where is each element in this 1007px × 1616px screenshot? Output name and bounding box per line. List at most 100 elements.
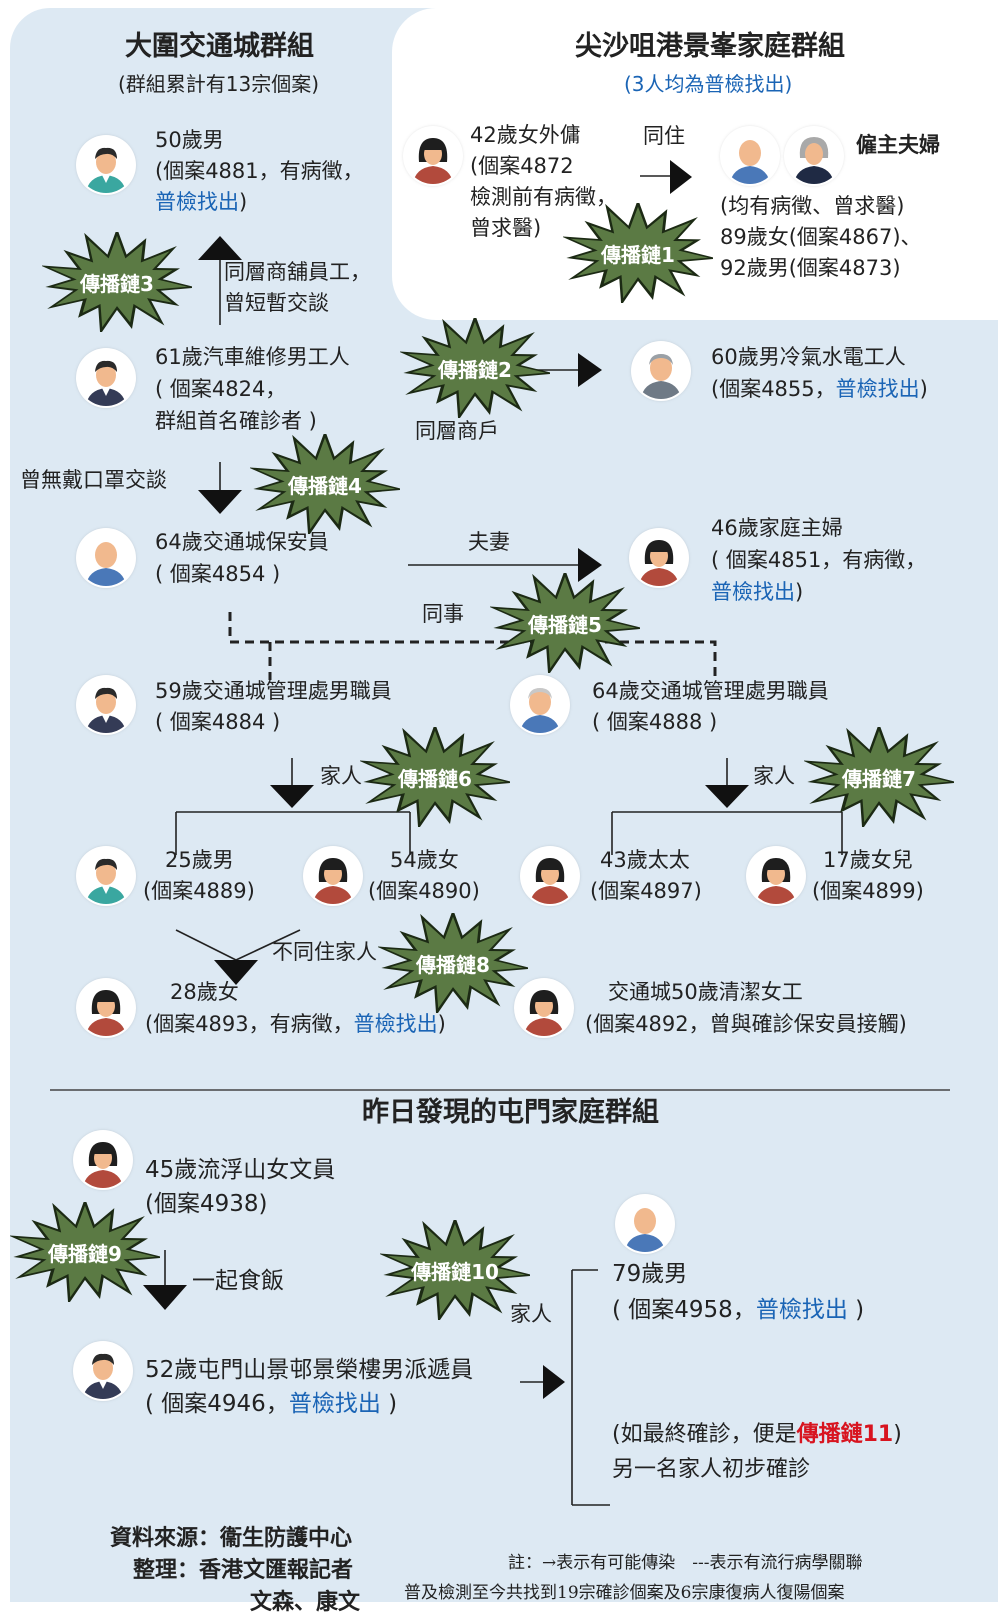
- other-family-line: 另一名家人初步確診: [612, 1457, 811, 1482]
- p61-line-1: 61歲汽車維修男工人: [155, 345, 350, 369]
- possible-chain-11: (如最終確診，便是傳播鏈11): [612, 1422, 902, 1447]
- family-label-10: 家人: [510, 1302, 552, 1326]
- universal-testing-text: 普檢找出: [835, 377, 920, 401]
- p45-line-2: (個案4938): [145, 1191, 268, 1217]
- p59-line-2: ( 個案4884 ): [155, 710, 281, 734]
- chain-10-burst: 傳播鏈10: [380, 1220, 530, 1320]
- live-with-label: 同住: [643, 124, 685, 148]
- cluster-b-title: 尖沙咀港景峯家庭群組: [575, 31, 845, 62]
- burst-shape: [360, 727, 510, 827]
- cluster-b-subtitle: (3人均為普檢找出): [624, 72, 793, 96]
- p46-line-3: 普檢找出): [711, 580, 804, 604]
- legend-note: 註：→表示有可能傳染 ---表示有流行病學關聯: [508, 1553, 863, 1573]
- man-avatar-icon: [75, 1343, 131, 1399]
- p50-line-3: 普檢找出): [155, 190, 248, 214]
- cluster-a-title: 大圍交通城群組: [125, 31, 314, 62]
- employers-label: 僱主夫婦: [856, 133, 940, 157]
- p43-line-2: (個案4897): [590, 879, 702, 903]
- p45-line-1: 45歲流浮山女文員: [145, 1157, 336, 1183]
- p60-line-1: 60歲男冷氣水電工人: [711, 345, 906, 369]
- burst-shape: [563, 203, 713, 303]
- helper-line-4: 曾求醫): [470, 216, 542, 240]
- burst-shape: [804, 727, 954, 827]
- p43-line-1: 43歲太太: [600, 848, 690, 872]
- family-label-7: 家人: [753, 764, 795, 788]
- chain-3-burst: 傳播鏈3: [42, 232, 192, 332]
- chain-8-burst: 傳播鏈8: [378, 913, 528, 1013]
- p50-line-1: 50歲男: [155, 128, 224, 152]
- meal-label: 一起食飯: [192, 1268, 284, 1294]
- chain-3-label: 傳播鏈3: [80, 271, 154, 296]
- universal-testing-text: 普檢找出: [288, 1391, 381, 1417]
- chain-1-label: 傳播鏈1: [601, 242, 675, 267]
- chain-7-label: 傳播鏈7: [842, 766, 916, 791]
- chain-4-label: 傳播鏈4: [288, 473, 362, 498]
- helper-line-2: (個案4872: [470, 154, 574, 178]
- p79-line-2: ( 個案4958，普檢找出 ): [612, 1297, 865, 1323]
- chain-6-label: 傳播鏈6: [398, 766, 472, 791]
- man-avatar-icon: [78, 350, 134, 406]
- universal-testing-text: 普檢找出: [711, 580, 795, 604]
- p17-line-2: (個案4899): [812, 879, 924, 903]
- chain-8-label: 傳播鏈8: [416, 952, 490, 977]
- p25-line-1: 25歲男: [165, 848, 234, 872]
- p61-line-2: ( 個案4824，: [155, 377, 287, 401]
- old-man-avatar-icon: [633, 343, 689, 399]
- cluster-a-subtitle: (群組累計有13宗個案): [118, 72, 320, 96]
- man-avatar-icon: [78, 677, 134, 733]
- burst-shape: [42, 232, 192, 332]
- same-floor-label: 同層商戶: [415, 419, 499, 443]
- reporters-credit: 文森、康文: [250, 1590, 361, 1615]
- p64m-line-2: ( 個案4888 ): [592, 710, 718, 734]
- not-live-label: 不同住家人: [272, 940, 377, 964]
- burst-shape: [380, 1220, 530, 1320]
- p52-line-2: ( 個案4946，普檢找出 ): [145, 1391, 398, 1417]
- employers-detail-1: (均有病徵、曾求醫): [720, 194, 905, 218]
- p64m-line-1: 64歲交通城管理處男職員: [592, 679, 829, 703]
- p79-line-1: 79歲男: [612, 1261, 688, 1287]
- spouse-label: 夫妻: [468, 530, 510, 554]
- cleaner-line-2: (個案4892，曾與確診保安員接觸): [585, 1012, 907, 1036]
- source-credit: 資料來源：衞生防護中心: [110, 1526, 353, 1551]
- chain-10-label: 傳播鏈10: [411, 1259, 499, 1284]
- p64g-line-2: ( 個案4854 ): [155, 562, 281, 586]
- compiled-credit: 整理：香港文匯報記者: [133, 1558, 354, 1583]
- chain-1-burst: 傳播鏈1: [563, 203, 713, 303]
- p46-line-1: 46歲家庭主婦: [711, 516, 843, 540]
- woman-avatar-icon: [516, 980, 572, 1036]
- old-man-avatar-icon: [512, 677, 568, 733]
- employers-detail-3: 92歲男(個案4873): [720, 256, 901, 280]
- bald-man-avatar-icon: [78, 530, 134, 586]
- no-mask-label: 曾無戴口罩交談: [20, 468, 167, 492]
- woman-avatar-icon: [75, 1132, 131, 1188]
- chain-6-burst: 傳播鏈6: [360, 727, 510, 827]
- family-label-6: 家人: [320, 764, 362, 788]
- old-woman-avatar-icon: [786, 128, 842, 184]
- chain-4-burst: 傳播鏈4: [250, 434, 400, 534]
- p28-line-2: (個案4893，有病徵，普檢找出): [145, 1012, 446, 1036]
- universal-testing-text: 普檢找出: [155, 190, 239, 214]
- p46-line-2: ( 個案4851，有病徵，: [711, 548, 927, 572]
- chain-9-label: 傳播鏈9: [48, 1241, 122, 1266]
- p54-line-1: 54歲女: [390, 848, 459, 872]
- p25-line-2: (個案4889): [143, 879, 255, 903]
- shop-note-2: 曾短暫交談: [224, 291, 329, 315]
- burst-shape: [10, 1202, 160, 1302]
- shop-note-1: 同層商舖員工，: [224, 260, 371, 284]
- cleaner-line-1: 交通城50歲清潔女工: [608, 980, 803, 1004]
- p54-line-2: (個案4890): [368, 879, 480, 903]
- p60-line-2: (個案4855，普檢找出): [711, 377, 928, 401]
- burst-shape: [378, 913, 528, 1013]
- burst-shape: [490, 573, 640, 673]
- woman-avatar-icon: [631, 530, 687, 586]
- p52-line-1: 52歲屯門山景邨景榮樓男派遞員: [145, 1357, 474, 1383]
- helper-line-1: 42歲女外傭: [470, 123, 581, 147]
- woman-avatar-icon: [78, 980, 134, 1036]
- colleague-label: 同事: [422, 602, 464, 626]
- burst-shape: [250, 434, 400, 534]
- universal-testing-text: 普檢找出: [353, 1012, 438, 1036]
- woman-avatar-icon: [405, 128, 461, 184]
- testing-summary-note: 普及檢測至今共找到19宗確診個案及6宗康復病人復陽個案: [404, 1583, 845, 1603]
- universal-testing-text: 普檢找出: [755, 1297, 848, 1323]
